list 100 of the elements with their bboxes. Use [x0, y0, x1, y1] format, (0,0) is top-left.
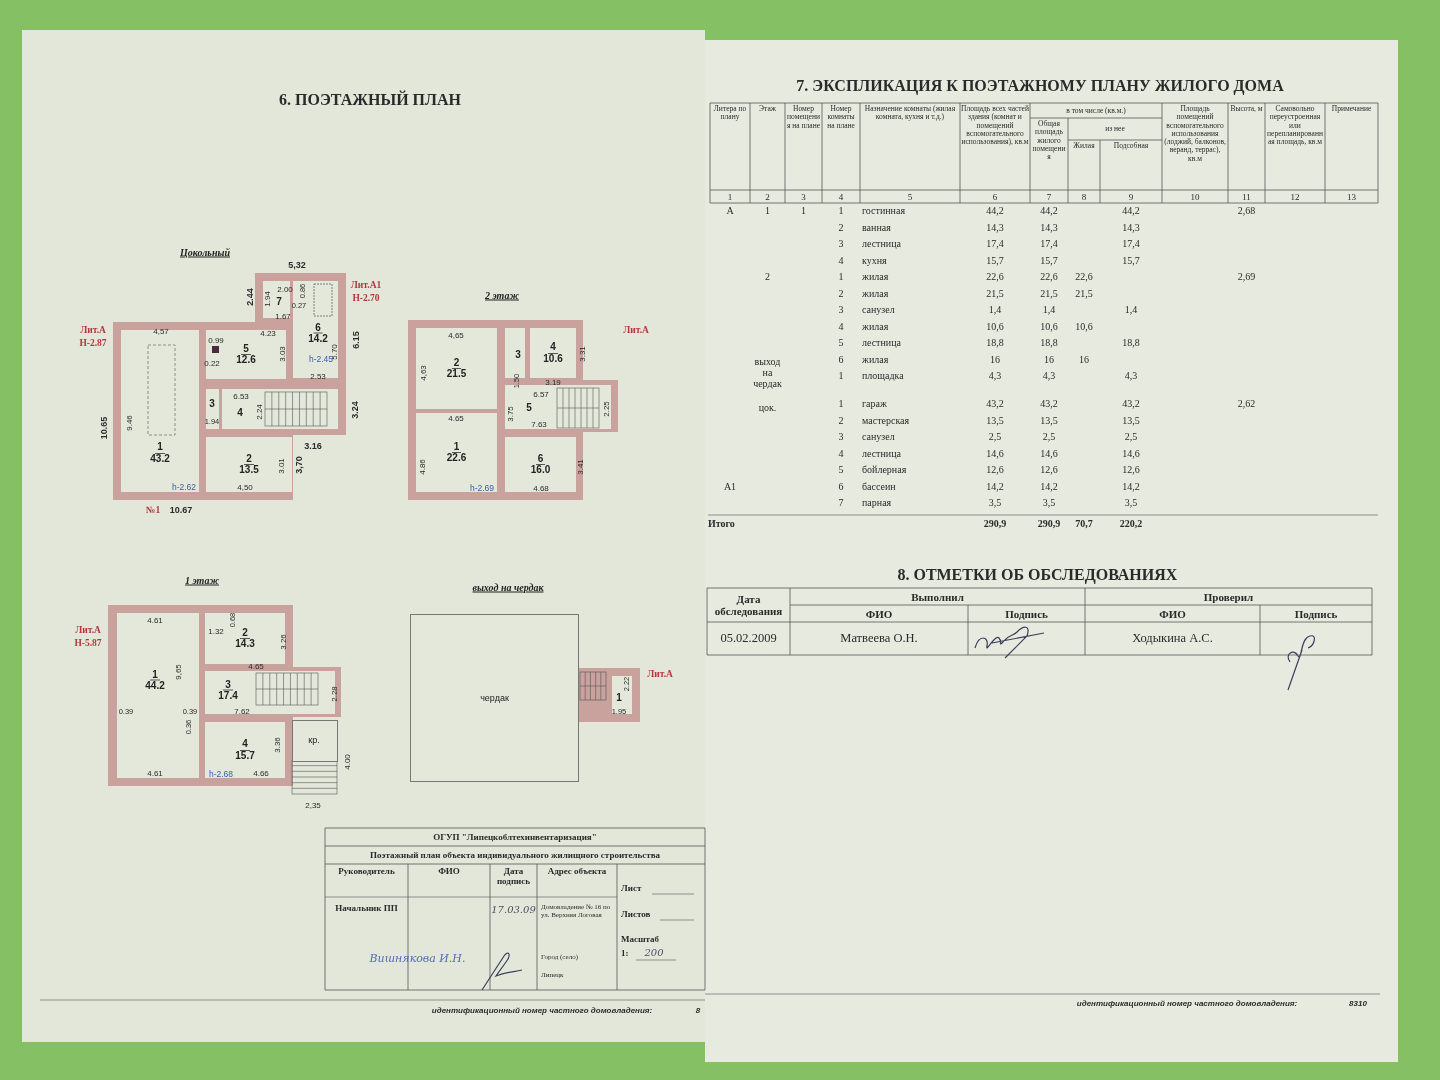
- table-value: 16: [1044, 353, 1054, 365]
- dimension-label: 10.65: [99, 416, 109, 440]
- building-letter-label: Н-2.70: [352, 293, 380, 303]
- table-value: 3: [838, 304, 844, 315]
- table-value: гостинная: [862, 205, 905, 216]
- form-text: 1:: [621, 948, 629, 958]
- section-heading: 6. ПОЭТАЖНЫЙ ПЛАН: [279, 91, 461, 109]
- handwritten-note: 17.03.09: [491, 903, 536, 915]
- footer-text: идентификационный номер частного домовладения:: [431, 1005, 653, 1015]
- table-value: 1: [838, 370, 844, 381]
- plan-heading: 2 этаж: [485, 289, 519, 301]
- room-name: чердак: [480, 693, 509, 703]
- dimension-label: 3,70: [294, 456, 304, 474]
- room-number: 6: [313, 322, 323, 334]
- building-letter-label: Лит.А: [80, 325, 106, 335]
- room-area: 22.6: [446, 453, 467, 464]
- room-area: 10.6: [543, 353, 563, 364]
- room: [205, 671, 335, 714]
- table-value: жилая: [862, 271, 889, 282]
- section-heading: 8. ОТМЕТКИ ОБ ОБСЛЕДОВАНИЯХ: [897, 565, 1178, 584]
- table-value: 4: [838, 254, 844, 266]
- table-value: лестница: [862, 337, 901, 348]
- table-value: 3,5: [1042, 497, 1056, 508]
- table-total: Итого: [708, 518, 735, 529]
- room-number: 1: [451, 441, 462, 453]
- room-area: 43.2: [150, 453, 170, 464]
- form-text: Лист: [621, 883, 642, 893]
- column-number: 5: [907, 191, 913, 202]
- dimension-label: 1.94: [262, 291, 272, 307]
- column-number: 3: [801, 191, 806, 202]
- table-value: 15,7: [986, 254, 1004, 266]
- table-value: 22,6: [1075, 271, 1093, 282]
- table-value: 14,3: [1040, 221, 1058, 233]
- building-letter-label: Н-5.87: [74, 638, 102, 648]
- table-value: 1: [765, 205, 770, 216]
- table-value: 17,4: [986, 238, 1004, 249]
- building-letter-label: Н-2.87: [79, 338, 107, 348]
- room-number: 1: [150, 669, 160, 681]
- ceiling-height-label: h-2.45: [308, 354, 334, 364]
- table-value: 2: [765, 271, 770, 282]
- table-value: 1,4: [988, 304, 1002, 315]
- form-text: Руководитель: [338, 866, 395, 876]
- table-value: 10,6: [986, 320, 1004, 332]
- room-area: 21.5: [446, 369, 467, 380]
- dimension-label: 4.61: [147, 615, 163, 625]
- room-number: 5: [526, 402, 532, 414]
- column-number: 6: [992, 191, 998, 202]
- dimension-label: 3.16: [304, 441, 322, 451]
- table-value: 44,2: [986, 205, 1004, 216]
- dimension-label: 3.19: [545, 377, 561, 387]
- room-number: 3: [515, 349, 521, 361]
- table-value: ванная: [862, 221, 891, 233]
- dimension-label: 9,65: [173, 664, 183, 680]
- room-number: 7: [276, 296, 282, 308]
- table-value: 5: [838, 337, 844, 348]
- plan-heading: 1 этаж: [185, 574, 219, 586]
- table-value: 13,5: [1040, 414, 1058, 426]
- table-value: кухня: [862, 254, 887, 266]
- room: [416, 328, 497, 409]
- column-number: 8: [1081, 191, 1087, 202]
- table-value: 12,6: [1122, 464, 1140, 475]
- table-value: 13,5: [986, 414, 1004, 426]
- ceiling-height-label: h-2.68: [208, 769, 234, 779]
- table-value: 21,5: [986, 287, 1004, 299]
- table-value: 14,6: [1040, 447, 1058, 459]
- room: [206, 389, 219, 429]
- table-header: ФИО: [1159, 607, 1186, 620]
- ceiling-height-label: h-2.69: [469, 483, 495, 493]
- table-value: 14,6: [986, 447, 1004, 459]
- table-value: 18,8: [1040, 337, 1058, 348]
- table-value: 4,3: [1042, 370, 1056, 381]
- table-value: А1: [723, 480, 737, 492]
- table-value: 4,3: [1124, 370, 1138, 381]
- dimension-label: 7.62: [234, 706, 250, 716]
- table-value: 12,6: [986, 464, 1004, 475]
- footer-text: 8: [695, 1005, 701, 1015]
- table-value: 1: [838, 205, 844, 216]
- table-value: жилая: [862, 320, 889, 332]
- dimension-label: 9.46: [124, 415, 134, 431]
- table-value: 2,5: [988, 431, 1002, 442]
- table-value: 43,2: [986, 398, 1004, 409]
- table-header: Выполнил: [911, 590, 964, 603]
- table-value: 2: [838, 414, 844, 426]
- dimension-label: 2.44: [245, 288, 255, 306]
- room: [117, 613, 199, 778]
- form-text: Начальник ПП: [335, 903, 398, 913]
- table-header: Подпись: [1005, 607, 1048, 620]
- room-number: 4: [240, 739, 250, 751]
- table-value: 15,7: [1122, 254, 1140, 266]
- table-value: 44,2: [1122, 205, 1140, 216]
- table-value: 2: [838, 287, 844, 299]
- room: [206, 330, 286, 379]
- table-value: парная: [862, 497, 892, 508]
- table-value: 4: [838, 320, 844, 332]
- plan-heading: выход на чердак: [472, 581, 544, 593]
- column-number: 1: [727, 191, 733, 202]
- form-text: Листов: [621, 908, 651, 919]
- table-value: санузел: [862, 431, 895, 442]
- table-value: 44,2: [1040, 205, 1058, 216]
- dimension-label: 2.25: [601, 401, 611, 417]
